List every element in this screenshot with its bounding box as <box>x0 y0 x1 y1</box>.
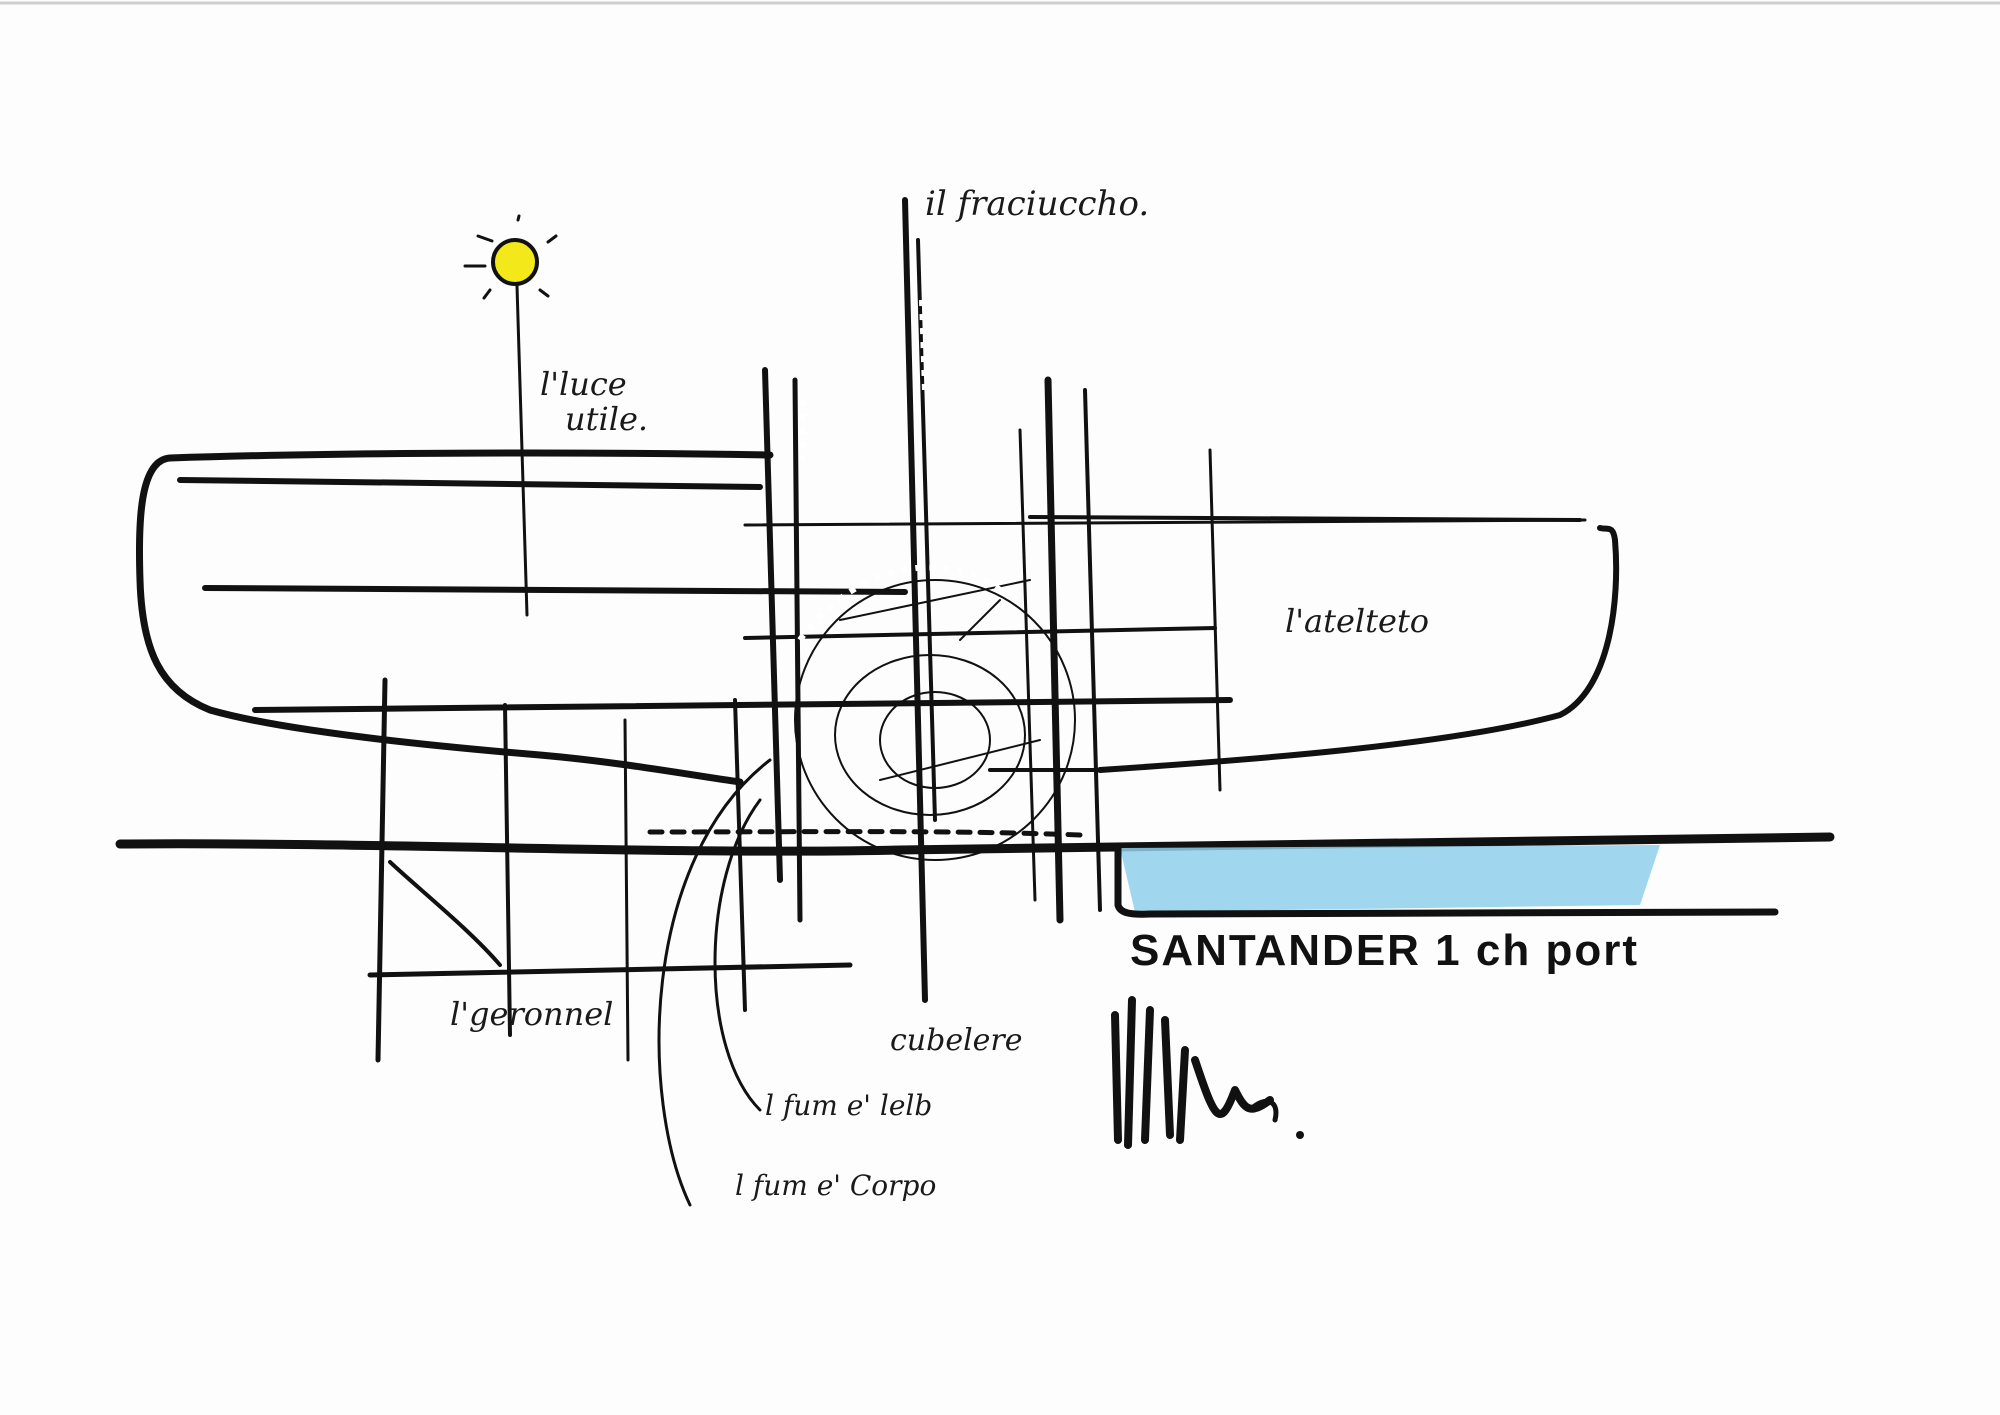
top-label: il fraciuccho. <box>925 184 1149 224</box>
roof-outline-right <box>1097 525 1620 773</box>
sun-label-line2: utile. <box>565 400 648 438</box>
sketch-title: SANTANDER 1 ch port <box>1130 926 1639 975</box>
center-bottom-label: cubelere <box>890 1023 1023 1058</box>
left-bottom-label: l'geronnel <box>450 995 613 1033</box>
lower-label-2: l fum e' Corpo <box>735 1169 936 1202</box>
triangle-diagram <box>388 860 502 967</box>
vertical-structure <box>375 197 1222 1063</box>
right-label: l'atelteto <box>1285 602 1429 640</box>
sun-label-line1: l'luce <box>540 365 627 403</box>
lower-label-1: l fum e' lelb <box>765 1089 932 1122</box>
white-highlights <box>797 299 1002 642</box>
signature <box>1111 996 1304 1149</box>
ground-trace <box>647 829 1083 838</box>
horizontal-layers <box>177 477 1587 978</box>
sun-icon <box>463 214 558 300</box>
roof-outline <box>135 449 774 786</box>
ground-line <box>115 832 1835 856</box>
water-basin <box>1114 844 1779 918</box>
leader-curves <box>657 758 772 1207</box>
